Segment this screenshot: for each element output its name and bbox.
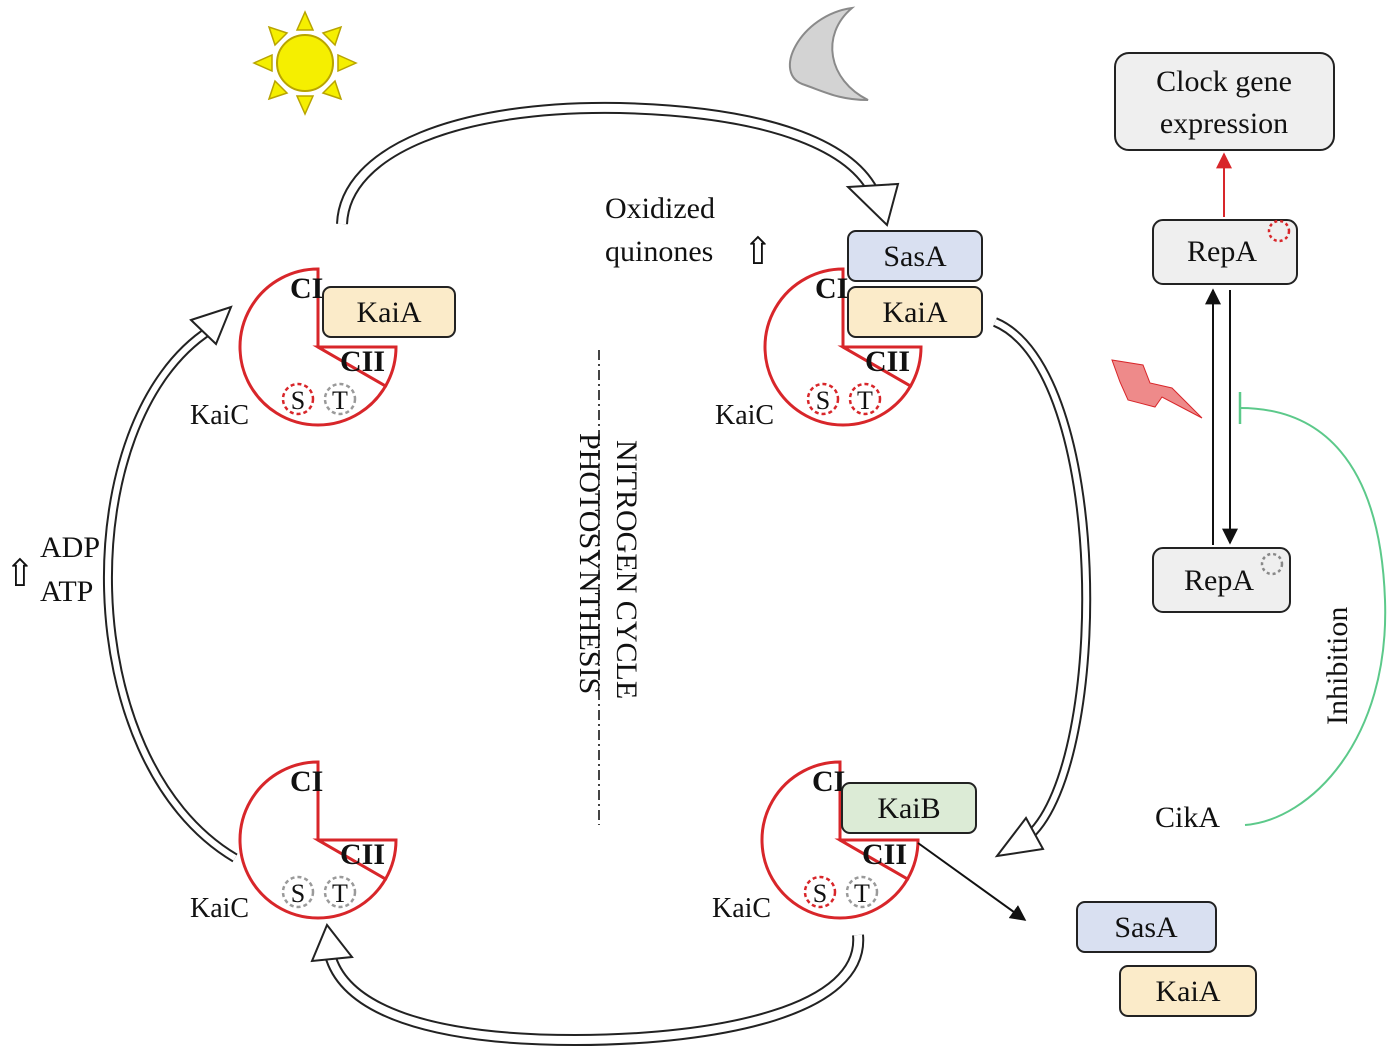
photosynthesis-label: PHOTOSYNTHESIS (573, 433, 606, 694)
kaic-name-label: KaiC (190, 400, 249, 431)
kaic-site-t-circle (848, 382, 882, 416)
kaic-name-label: KaiC (190, 893, 249, 924)
kaic-cii-label: CII (340, 345, 385, 378)
kaic-site-s-circle (806, 382, 840, 416)
repa-inactive-box: RepA (1152, 547, 1291, 613)
kaib-box-bottom-right: KaiB (841, 782, 977, 834)
clock-gene-line2: expression (1160, 107, 1288, 140)
kaic-cii-domain (312, 838, 398, 882)
oxidized-label: Oxidized (605, 192, 715, 225)
kaib-label: KaiB (877, 792, 940, 825)
kaia-label: KaiA (357, 296, 422, 329)
sasa-label: SasA (1114, 911, 1178, 944)
release-arrow (917, 842, 1027, 921)
kaic-site-t-label: T (332, 386, 348, 415)
phosphate-icon (1260, 552, 1284, 576)
kaic-site-t-circle (323, 382, 357, 416)
kaic-ci-label: CI (290, 765, 323, 798)
up-arrow-icon: ⇧ (742, 231, 774, 273)
sun-icon (252, 10, 358, 116)
cycle-arrow-left (102, 305, 238, 863)
inhibition-label: Inhibition (1321, 607, 1354, 725)
kaic-site-t-circle (323, 875, 357, 909)
kaia-box-top-left: KaiA (322, 286, 456, 338)
sasa-box-top-right: SasA (847, 230, 983, 282)
repa-active-box: RepA (1152, 219, 1298, 285)
clock-gene-line1: Clock gene (1156, 65, 1292, 98)
quinones-label: quinones (605, 235, 713, 268)
phosphate-icon (1267, 219, 1291, 243)
sasa-label: SasA (883, 240, 947, 273)
repa-inactive-label: RepA (1184, 564, 1254, 597)
cycle-arrow-bottom (310, 923, 865, 1047)
kaic-cii-label: CII (340, 838, 385, 871)
kaic-ci-label: CI (290, 272, 323, 305)
clock-gene-box: Clock gene expression (1114, 52, 1335, 151)
kaic-site-s-circle (281, 382, 315, 416)
repa-active-label: RepA (1187, 235, 1257, 268)
inhibition-arc (1239, 407, 1387, 826)
kaic-site-t-label: T (332, 879, 348, 908)
kaic-cii-domain (312, 345, 398, 389)
kaic-name-label: KaiC (712, 893, 771, 924)
lightning-icon (1111, 359, 1203, 419)
kaia-box-top-right: KaiA (847, 286, 983, 338)
kaic-site-s-circle (803, 875, 837, 909)
kaic-site-s-label: S (816, 386, 830, 415)
kaic-site-s-circle (281, 875, 315, 909)
adp-label: ADP (40, 531, 100, 564)
kaic-ci-label: CI (815, 272, 848, 305)
kaia-label: KaiA (1156, 975, 1221, 1008)
nitrogen-cycle-label: NITROGEN CYCLE (610, 440, 643, 699)
cycle-arrow-top (336, 101, 900, 227)
kaic-ci-label: CI (812, 765, 845, 798)
sasa-box-released: SasA (1076, 901, 1217, 953)
kaic-cii-label: CII (862, 838, 907, 871)
kaic-cii-label: CII (865, 345, 910, 378)
kaia-label: KaiA (883, 296, 948, 329)
kaic-site-t-label: T (857, 386, 873, 415)
kaic-site-s-label: S (291, 386, 305, 415)
kaic-cii-domain (837, 345, 923, 389)
kaic-cii-domain (834, 838, 920, 882)
kaic-site-s-label: S (813, 879, 827, 908)
up-arrow-icon: ⇧ (4, 553, 36, 595)
kaic-site-t-circle (845, 875, 879, 909)
moon-icon (788, 6, 869, 101)
kaia-box-released: KaiA (1119, 965, 1257, 1017)
atp-label: ATP (40, 575, 93, 608)
cycle-arrow-right (992, 317, 1092, 858)
kaic-name-label: KaiC (715, 400, 774, 431)
kaic-site-s-label: S (291, 879, 305, 908)
kaic-site-t-label: T (854, 879, 870, 908)
cika-label: CikA (1155, 801, 1220, 834)
